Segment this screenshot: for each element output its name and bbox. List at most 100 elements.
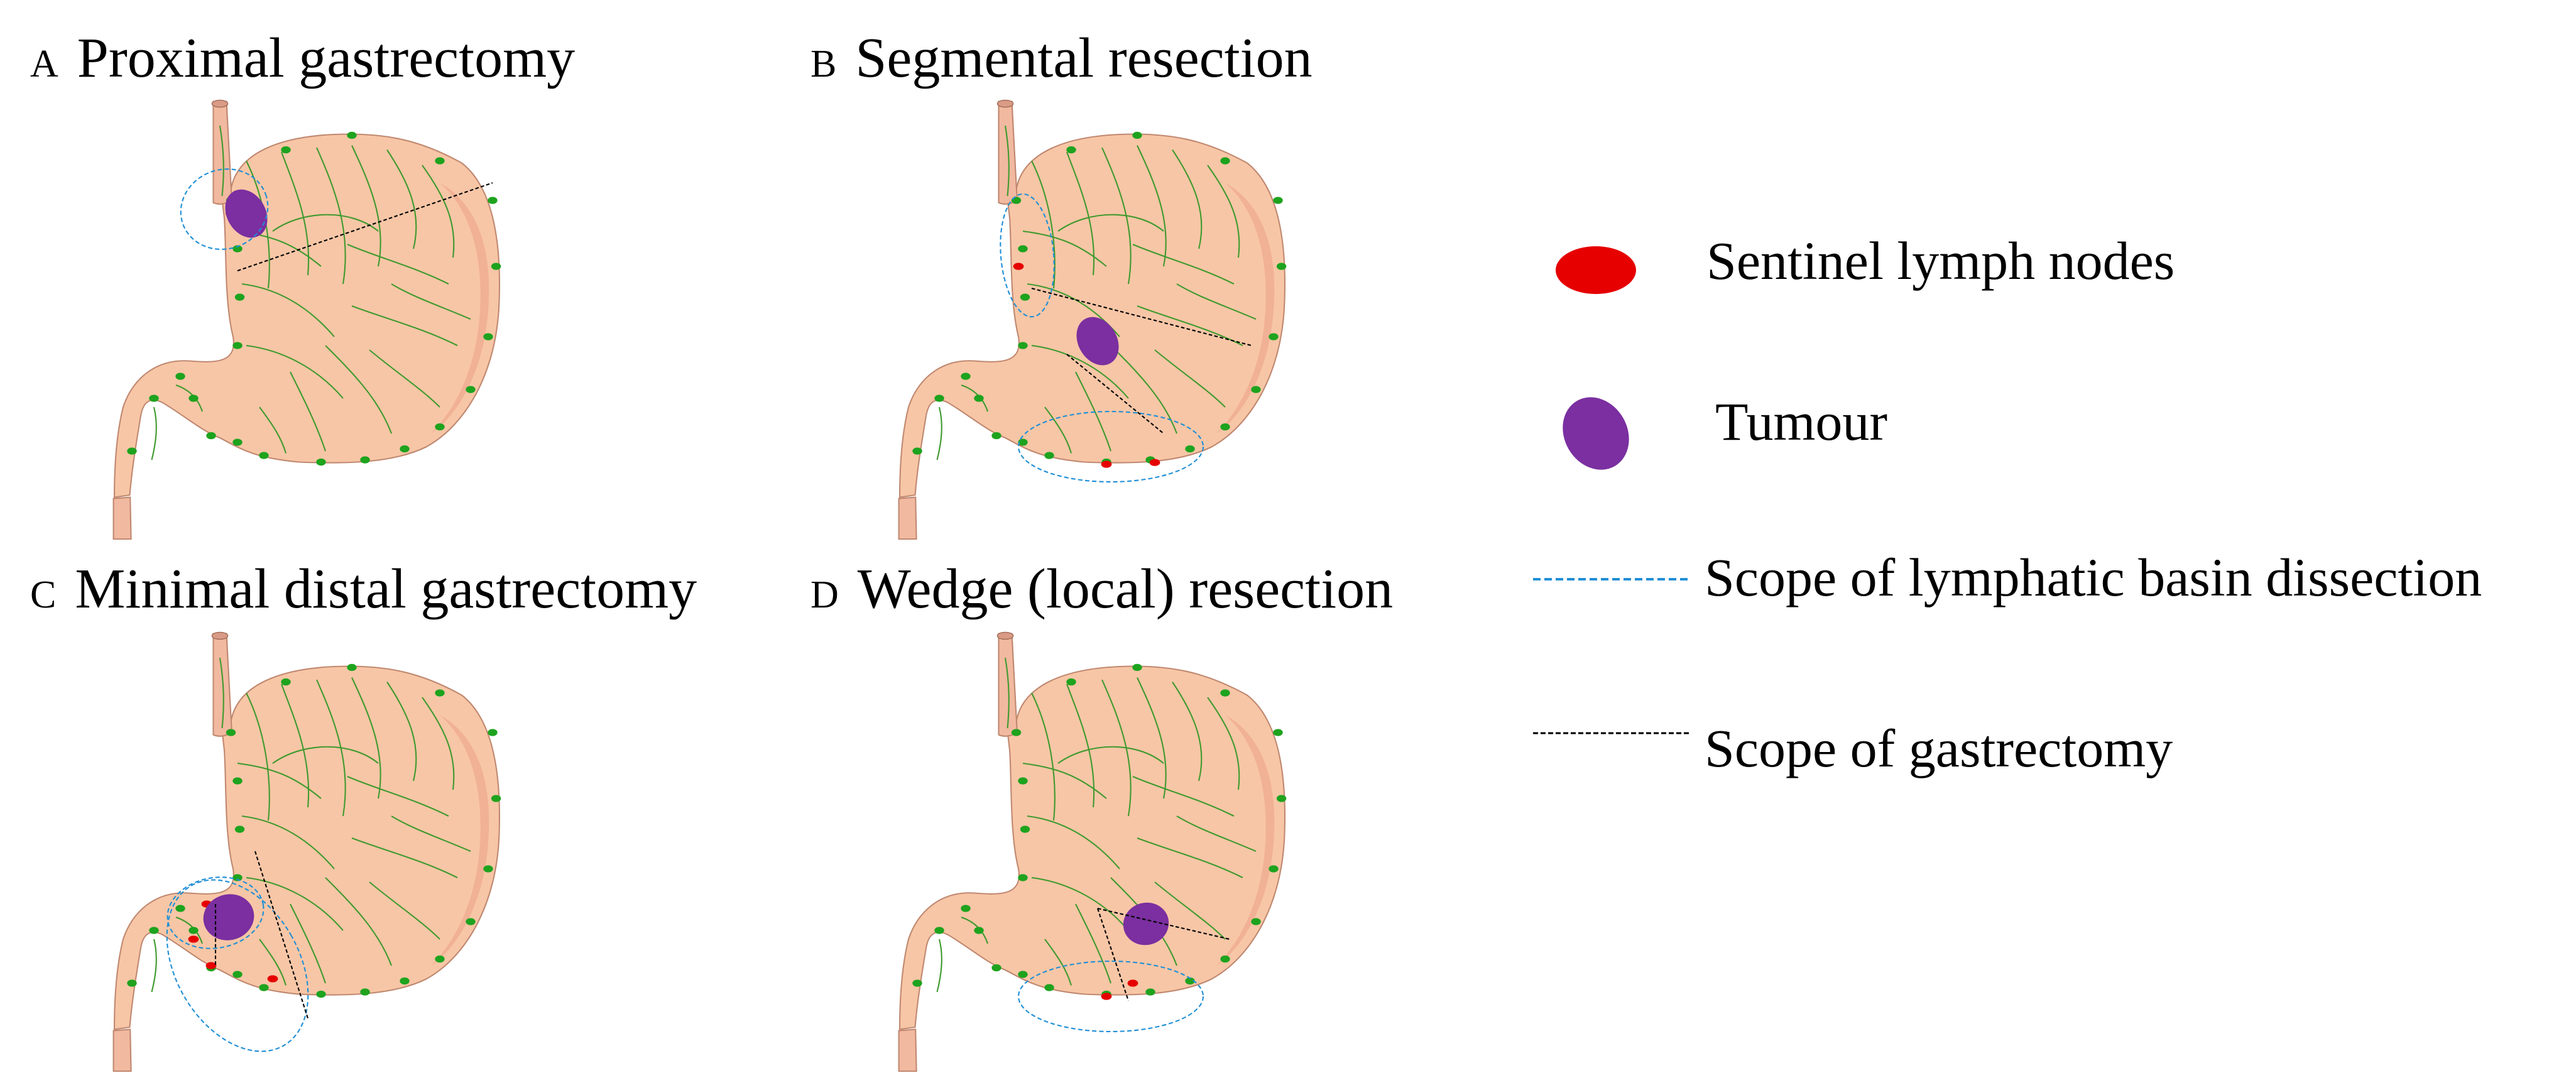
- lymph-node: [466, 918, 476, 925]
- blood-vessel: [386, 149, 417, 249]
- stomach-diagram-a: [112, 99, 501, 540]
- legend-tumour-label: Tumour: [1715, 391, 1888, 452]
- stomach-diagram-d: [898, 631, 1287, 1072]
- esophagus-opening: [996, 631, 1014, 640]
- lymph-node: [127, 979, 137, 987]
- blood-vessel: [316, 679, 346, 817]
- blood-vessel: [1057, 214, 1164, 232]
- lymph-node: [188, 927, 199, 934]
- blood-vessel: [422, 697, 455, 790]
- blood-vessel: [1132, 244, 1235, 285]
- gastrectomy-line: [1031, 287, 1252, 347]
- blood-vessel: [316, 147, 346, 285]
- lymph-node: [483, 333, 493, 341]
- duodenum-end: [112, 1028, 132, 1072]
- blood-vessel: [386, 681, 417, 782]
- legend-tumour-symbol: [1563, 397, 1629, 470]
- blood-vessel: [151, 406, 157, 461]
- blood-vessel: [422, 165, 455, 258]
- blood-vessel: [1137, 305, 1243, 346]
- blood-vessel: [936, 406, 942, 461]
- blood-vessel: [1031, 160, 1056, 289]
- panel-b-name: Segmental resection: [855, 27, 1313, 89]
- lymphatic-basin-outline: [1017, 960, 1204, 1033]
- blood-vessel: [351, 837, 458, 878]
- lymph-node: [149, 927, 159, 934]
- panel-d-letter: D: [810, 574, 839, 616]
- blood-vessel: [325, 877, 392, 966]
- panel-a-name: Proximal gastrectomy: [77, 27, 576, 89]
- lymph-node: [400, 445, 410, 453]
- lymph-node: [1273, 197, 1283, 204]
- lymph-node: [912, 979, 922, 987]
- blood-vessel: [151, 939, 157, 993]
- esophagus-opening: [996, 99, 1014, 108]
- lymph-node: [360, 456, 370, 464]
- stomach-body: [113, 101, 501, 498]
- lymph-node: [435, 423, 445, 431]
- esophagus-opening: [211, 631, 229, 640]
- lymph-node: [1220, 423, 1230, 431]
- tumour: [1076, 317, 1119, 366]
- blood-vessel: [1172, 681, 1203, 782]
- lymph-node: [1044, 984, 1054, 991]
- lymph-node: [1018, 439, 1028, 446]
- lymph-node: [1066, 678, 1076, 686]
- blood-vessel: [391, 283, 471, 320]
- gastrectomy-line: [1097, 908, 1129, 1001]
- blood-vessel: [1110, 345, 1177, 434]
- blood-vessel: [1172, 149, 1203, 249]
- legend-gastrectomy-label: Scope of gastrectomy: [1705, 718, 2173, 778]
- lymph-node: [1020, 293, 1030, 301]
- legend-gastrectomy-symbol: [1533, 732, 1690, 734]
- stomach-body: [898, 633, 1286, 1030]
- blood-vessel: [391, 815, 471, 852]
- lymph-node: [232, 439, 243, 446]
- lymph-node: [961, 373, 971, 380]
- blood-vessel: [1101, 679, 1132, 817]
- blood-vessel: [1022, 230, 1107, 267]
- blood-vessel: [272, 214, 379, 232]
- lymph-node: [1273, 729, 1283, 736]
- lymph-node: [232, 342, 243, 349]
- stomach-shading: [1216, 183, 1275, 433]
- lymph-node: [188, 395, 199, 402]
- sentinel-lymph-node: [205, 962, 217, 969]
- tumour-swatch: [1563, 397, 1629, 470]
- lymph-node: [991, 964, 1001, 972]
- lymph-node: [281, 146, 291, 154]
- sentinel-lymph-node: [1149, 459, 1160, 466]
- blood-vessel: [241, 283, 335, 337]
- gastrectomy-line: [237, 182, 493, 271]
- lymph-node: [1132, 131, 1142, 139]
- lymph-node: [488, 197, 498, 204]
- lymph-node: [226, 729, 236, 736]
- panel-a-letter: A: [30, 43, 58, 85]
- tumour: [225, 189, 268, 238]
- lymph-node: [1269, 865, 1279, 873]
- lymph-node: [1251, 918, 1261, 925]
- lymph-node: [974, 395, 984, 402]
- blood-vessel: [1057, 746, 1164, 764]
- blood-vessel: [1075, 903, 1111, 984]
- panel-b-letter: B: [810, 43, 837, 85]
- blood-vessel: [259, 406, 287, 454]
- blood-vessel: [1176, 815, 1257, 852]
- blood-vessel: [347, 244, 449, 285]
- blood-vessel: [1044, 406, 1072, 454]
- blood-vessel: [290, 371, 326, 452]
- lymph-node: [435, 157, 445, 165]
- lymph-node: [961, 905, 971, 912]
- lymph-node: [912, 447, 922, 455]
- lymph-node: [1066, 146, 1076, 154]
- lymph-node: [1185, 977, 1195, 985]
- lymph-node: [466, 386, 476, 393]
- blood-vessel: [1044, 939, 1072, 986]
- lymph-node: [175, 905, 185, 912]
- legend-sentinel-label: Sentinel lymph nodes: [1706, 231, 2175, 291]
- sentinel-lymph-node: [1101, 461, 1112, 468]
- lymph-node: [1251, 386, 1261, 393]
- lymphatic-basin-outline: [166, 879, 309, 1052]
- blood-vessel: [246, 876, 344, 931]
